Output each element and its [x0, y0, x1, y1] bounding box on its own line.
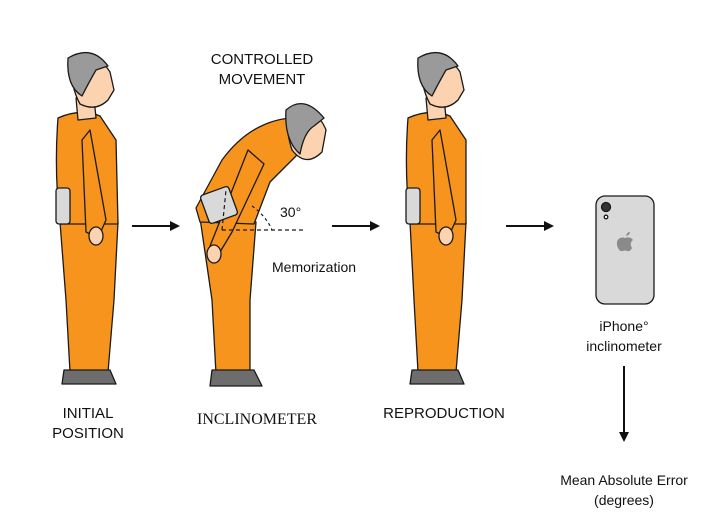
figure-bent-inclinometer [195, 102, 327, 387]
label-mae-line2: (degrees) [594, 492, 654, 508]
label-controlled-movement: CONTROLLED MOVEMENT [200, 50, 324, 90]
angle-arc [251, 205, 273, 231]
arrow-2 [332, 221, 380, 231]
figure-initial-shoes [61, 369, 117, 385]
figure-initial-phone-icon [55, 187, 71, 225]
label-mean-absolute-error: Mean Absolute Error (degrees) [536, 470, 712, 510]
figure-reproduction-hand [438, 226, 454, 246]
apple-logo-icon [616, 232, 633, 252]
figure-reproduction-legs [409, 221, 467, 373]
arrow-down [619, 366, 629, 442]
figure-initial-hair [67, 51, 109, 97]
arrow-3 [506, 221, 554, 231]
label-iphone-inclinometer: iPhone° inclinometer [574, 316, 674, 356]
figure-bent-hand [206, 244, 222, 264]
figure-reproduction [405, 51, 467, 385]
label-iphone-line2: inclinometer [586, 338, 662, 354]
figure-initial-legs [59, 221, 119, 373]
figure-initial-position [55, 51, 119, 385]
label-inclinometer: INCLINOMETER [197, 411, 317, 428]
figure-bent-hair [285, 102, 325, 155]
figure-reproduction-hair [417, 51, 459, 97]
figure-reproduction-phone-icon [405, 187, 421, 225]
label-angle: 30° [280, 204, 302, 220]
figure-initial-hand [88, 226, 104, 246]
iphone-camera [600, 201, 612, 213]
label-memorization: Memorization [272, 259, 357, 275]
label-mae-line1: Mean Absolute Error [560, 472, 688, 488]
label-controlled-line1: CONTROLLED [210, 51, 314, 68]
label-initial-position: INITIAL POSITION [40, 404, 136, 444]
figure-bent-legs [199, 217, 257, 375]
figure-bent-phone-icon [199, 185, 239, 225]
iphone-flash [603, 214, 609, 220]
label-controlled-line2: MOVEMENT [218, 71, 306, 88]
figure-bent-shoes [209, 369, 263, 387]
label-iphone-line1: iPhone° [599, 318, 649, 334]
label-initial-line1: INITIAL [62, 405, 114, 422]
figure-reproduction-shoes [409, 369, 465, 385]
arrow-1 [132, 221, 180, 231]
label-initial-line2: POSITION [52, 425, 124, 442]
label-reproduction: REPRODUCTION [383, 405, 505, 422]
iphone-device [595, 195, 655, 305]
